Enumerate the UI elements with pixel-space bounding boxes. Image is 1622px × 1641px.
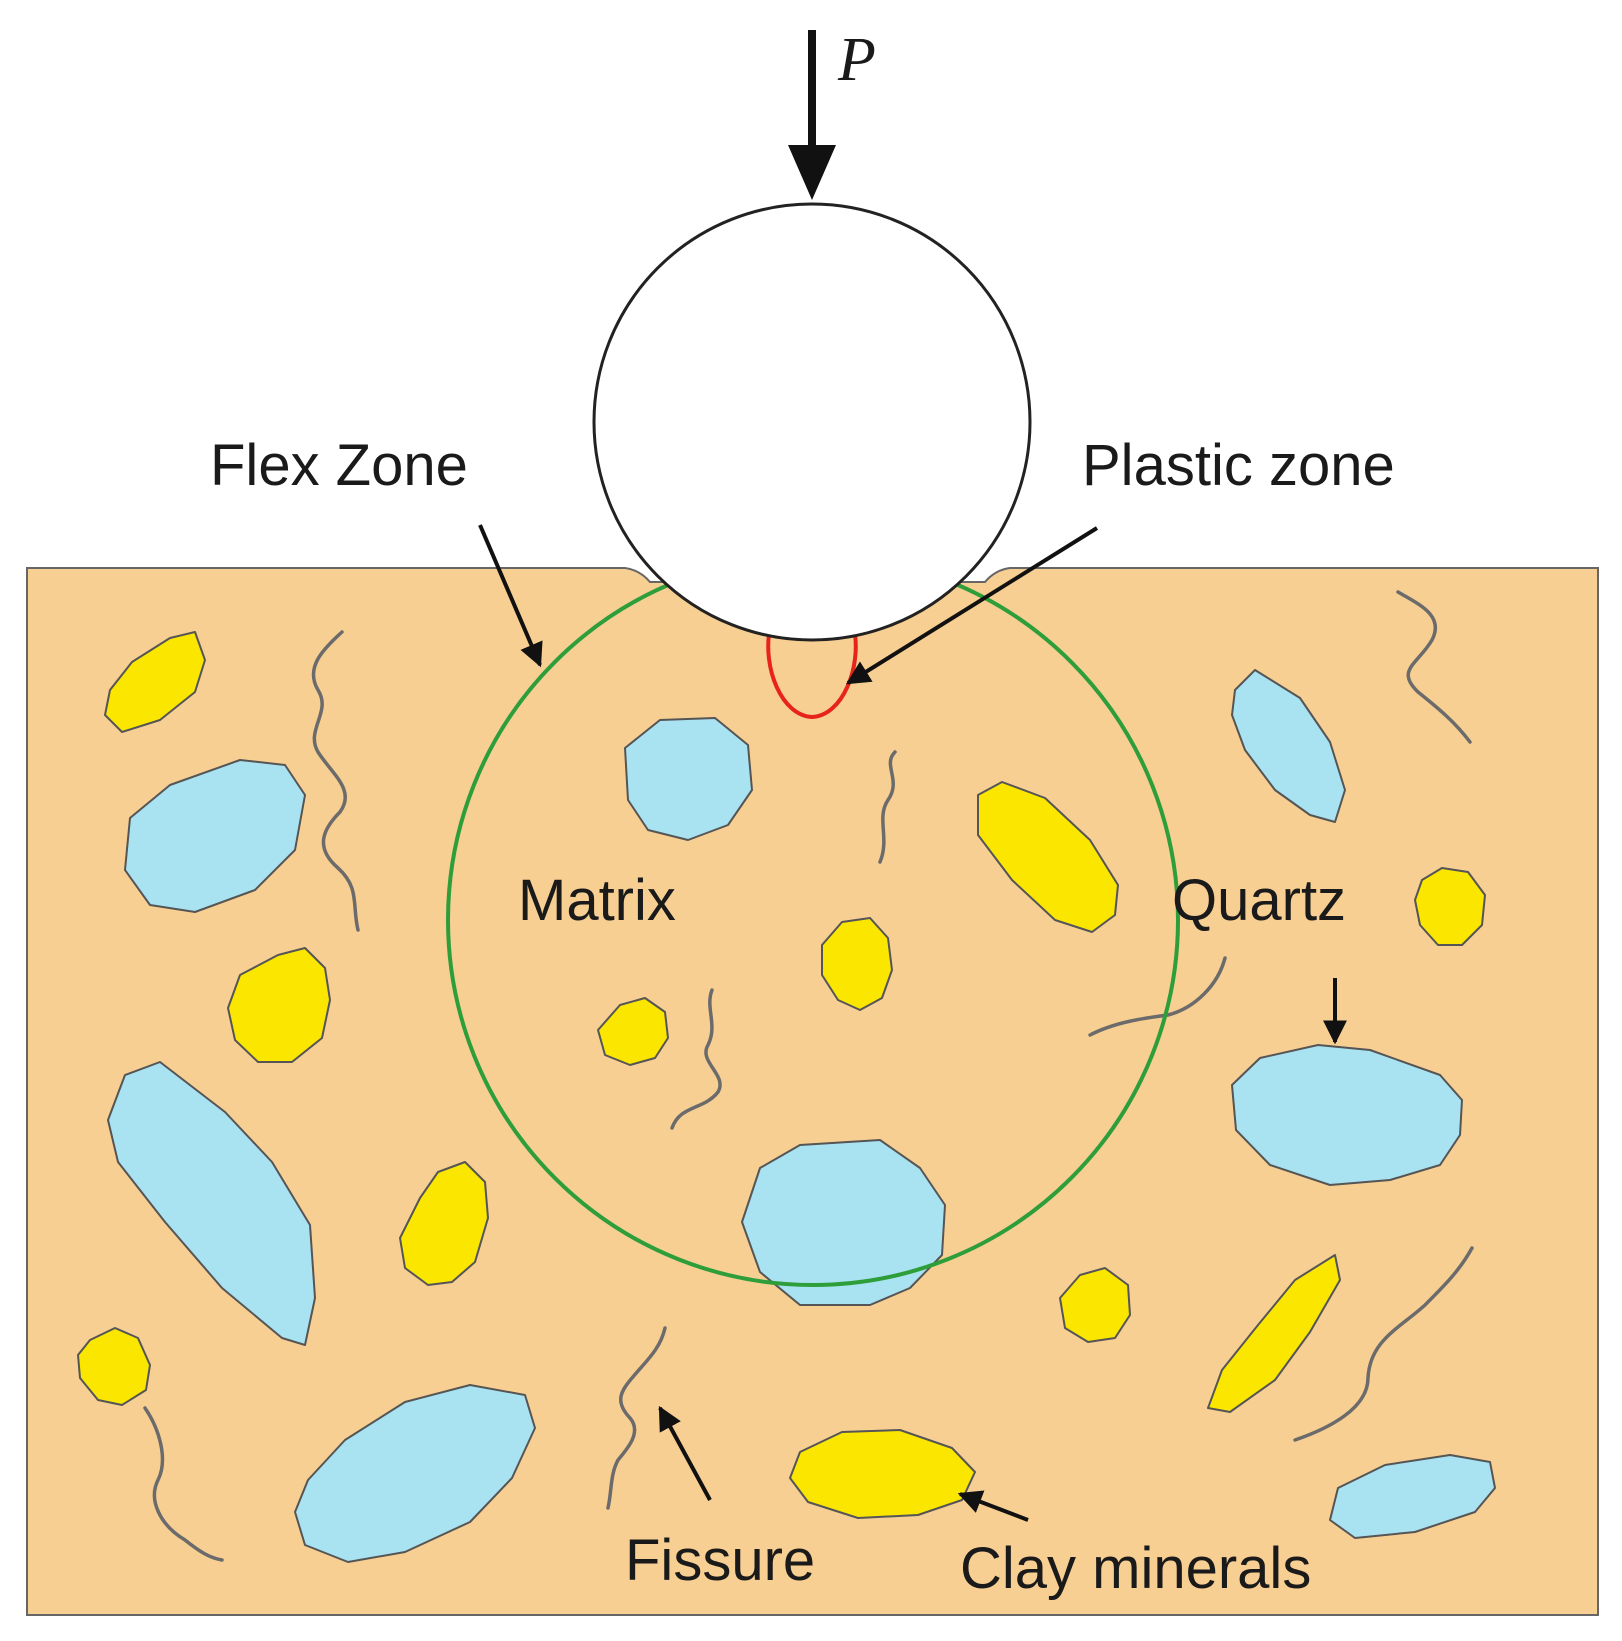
clay-grain bbox=[104, 631, 206, 733]
quartz-grain bbox=[1231, 1044, 1463, 1186]
plastic-zone-label: Plastic zone bbox=[1082, 433, 1395, 498]
fissure-line bbox=[1293, 1246, 1474, 1442]
clay-grain bbox=[1207, 1254, 1341, 1413]
clay-grain bbox=[227, 947, 331, 1063]
plastic-zone-pointer bbox=[845, 526, 1099, 685]
flex-zone-label: Flex Zone bbox=[210, 433, 468, 498]
rock-matrix-block bbox=[26, 567, 1599, 1616]
clay-minerals bbox=[77, 631, 1486, 1519]
quartz-grain bbox=[1231, 669, 1346, 823]
fissure-line bbox=[1088, 956, 1227, 1037]
fissure-pointer bbox=[658, 1405, 712, 1501]
quartz-grain bbox=[107, 1061, 316, 1346]
fissure-line bbox=[1396, 590, 1472, 744]
fissure-line bbox=[878, 750, 897, 864]
quartz-grain bbox=[124, 759, 306, 913]
force-arrow-head bbox=[788, 145, 836, 200]
clay-grain bbox=[597, 997, 669, 1066]
clay-grain bbox=[1059, 1267, 1131, 1343]
fissure-line bbox=[311, 630, 360, 932]
matrix-label: Matrix bbox=[518, 868, 676, 933]
clay-grain bbox=[399, 1161, 489, 1286]
quartz-grain bbox=[741, 1139, 946, 1306]
fissures bbox=[143, 590, 1474, 1562]
quartz-grain bbox=[294, 1384, 536, 1563]
clay-grain bbox=[977, 781, 1119, 933]
fissure-line bbox=[606, 1326, 667, 1510]
quartz-label: Quartz bbox=[1172, 868, 1346, 933]
clay-grain bbox=[77, 1327, 151, 1406]
clay-grain bbox=[821, 917, 893, 1011]
quartz-grain bbox=[624, 717, 753, 841]
clay-minerals-pointer bbox=[957, 1490, 1029, 1522]
force-label: P bbox=[837, 26, 876, 94]
indenter-sphere bbox=[592, 202, 1032, 642]
fissure-label: Fissure bbox=[625, 1528, 815, 1593]
flex-zone-pointer bbox=[478, 524, 543, 668]
fissure-line bbox=[670, 988, 722, 1130]
clay-minerals-label: Clay minerals bbox=[960, 1536, 1311, 1601]
quartz-grain bbox=[1329, 1454, 1496, 1539]
quartz-grains bbox=[107, 669, 1496, 1563]
clay-grain bbox=[1414, 867, 1486, 946]
fissure-line bbox=[143, 1406, 224, 1562]
